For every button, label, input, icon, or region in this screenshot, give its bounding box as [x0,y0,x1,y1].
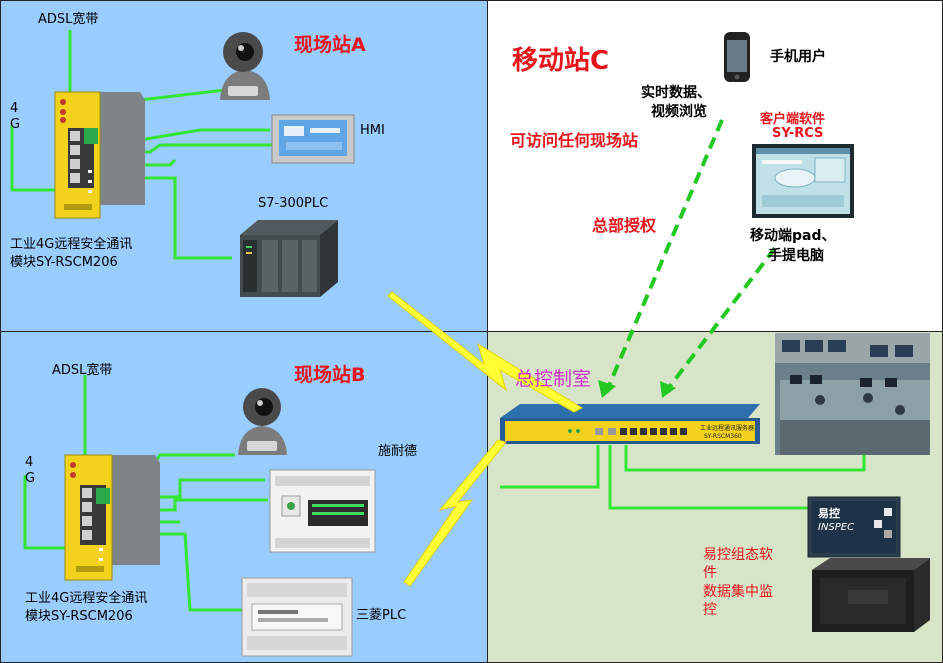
server-model-label: SY-RSCM360 [704,433,742,440]
inspec-logo-text: 易控 [818,507,840,520]
mitsubishi-plc-icon [241,577,353,657]
client-software-screen [752,144,854,218]
4g-cable-b [23,475,65,550]
adsl-label-b: ADSL宽带 [52,363,113,378]
software-label-line1: 易控组态软 [703,547,773,563]
lightning-bolt-upper [387,291,584,413]
hmi-panel-icon [271,114,355,164]
phone-link-line [606,119,724,389]
inspec-monitor-icon [807,496,901,558]
server-cable-2 [608,445,808,510]
control-room-photo [775,333,930,455]
4g-label-a: 4 [10,101,19,116]
client-software-label-line2: SY-RCS [772,126,824,141]
mobile-dashed-links [606,119,777,392]
module-b-label-line1: 工业4G远程安全通讯 [25,591,148,606]
inspec-sub-text: INSPEC [818,522,855,533]
server-cable-3 [624,445,866,472]
software-label-line3: 数据集中监 [703,584,773,600]
software-label-line2: 件 [703,565,717,581]
lightning-bolts [387,291,584,587]
pad-link-line [665,246,777,392]
server-name-label: 工业远程通讯服务器 [700,425,755,432]
4g-g-label-a: G [10,117,21,132]
4g-cable-a [10,125,60,192]
schneider-label: 施耐德 [378,444,418,459]
mobile-station-title-text: 移动站C [512,46,610,76]
hq-authorization-label: 总部授权 [592,216,657,235]
access-any-site-label: 可访问任何现场站 [510,131,639,150]
module-b-label-line2: 模块SY-RSCM206 [25,609,133,624]
adsl-label-a: ADSL宽带 [38,12,99,27]
mobile-station-title: 移动站C [512,40,609,77]
client-software-label-line1: 客户端软件 [760,112,826,127]
rscm206-module-b [64,454,160,581]
rscm206-module-a [54,91,145,219]
lightning-bolt-lower [403,439,507,587]
4g-g-label-b: G [25,471,36,486]
dashed-arrowheads [598,380,676,398]
pad-label-line2: 手提电脑 [768,248,824,264]
station-b-title: 现场站B [294,364,366,386]
control-room-title: 总控制室 [515,368,592,390]
schneider-plc-icon [269,469,376,553]
industrial-pc-icon [812,558,930,632]
camera-icon-b [238,388,287,455]
module-a-label-line2: 模块SY-RSCM206 [10,255,118,270]
4g-label-b: 4 [25,455,34,470]
s7-300-plc-icon [240,220,338,297]
arrow-head-1 [598,380,616,398]
realtime-label-line2: 视频浏览 [651,104,707,120]
station-a-title: 现场站A [294,34,366,56]
pad-label-line1: 移动端pad、 [750,228,836,244]
hmi-label: HMI [360,123,385,138]
server-cable-1 [500,445,600,489]
s7-300-plc-label: S7-300PLC [258,196,329,211]
camera-icon-a [220,32,270,100]
phone-icon [724,32,750,82]
mitsubishi-plc-label: 三菱PLC [356,608,407,623]
arrow-head-2 [660,381,676,398]
software-label-line4: 控 [703,602,717,618]
control-room-cables [500,445,866,510]
rscm360-server-icon [500,404,760,444]
phone-user-label: 手机用户 [770,49,826,65]
module-a-label-line1: 工业4G远程安全通讯 [10,237,133,252]
realtime-label-line1: 实时数据、 [641,85,711,101]
